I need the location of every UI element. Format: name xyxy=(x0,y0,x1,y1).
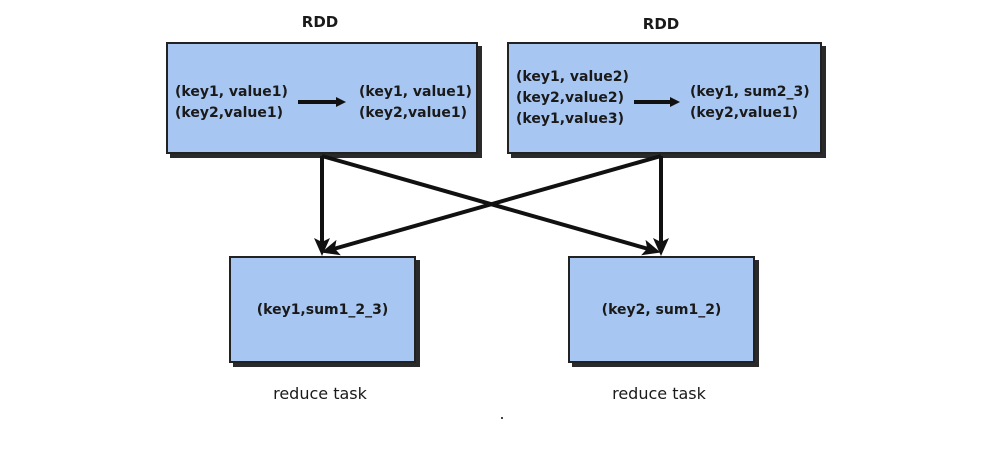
rdd-left-input: (key1, value1) (key2,value1) xyxy=(175,82,288,124)
reduce-right-result: (key2, sum1_2) xyxy=(601,302,722,318)
rdd-right-title: RDD xyxy=(642,15,680,33)
reduce-right-caption: reduce task xyxy=(612,384,706,403)
reduce-left-caption: reduce task xyxy=(273,384,367,403)
kv-pair: (key1, value1) xyxy=(359,84,472,100)
kv-pair: (key1,value3) xyxy=(516,111,624,127)
rdd-left-title: RDD xyxy=(301,13,339,31)
kv-pair: (key1, value2) xyxy=(516,69,629,85)
kv-pair: (key1, value1) xyxy=(175,84,288,100)
rdd-right-input: (key1, value2) (key2,value2) (key1,value… xyxy=(516,67,629,130)
rdd-left-box: (key1, value1) (key2,value1) (key1, valu… xyxy=(166,42,478,154)
reduce-right-box: (key2, sum1_2) xyxy=(568,256,755,363)
kv-pair: (key2,value2) xyxy=(516,90,624,106)
reduce-left-result: (key1,sum1_2_3) xyxy=(256,302,389,318)
rdd-right-output: (key1, sum2_3) (key2,value1) xyxy=(690,82,810,124)
kv-pair: (key2,value1) xyxy=(359,105,467,121)
kv-pair: (key2,value1) xyxy=(690,105,798,121)
shuffle-arrow-right-cross xyxy=(321,154,662,256)
stray-dot xyxy=(501,417,503,419)
shuffle-arrow-left-cross xyxy=(321,154,661,256)
kv-pair: (key2,value1) xyxy=(175,105,283,121)
kv-pair: (key1, sum2_3) xyxy=(690,84,810,100)
reduce-left-box: (key1,sum1_2_3) xyxy=(229,256,416,363)
rdd-left-output: (key1, value1) (key2,value1) xyxy=(359,82,472,124)
rdd-right-box: (key1, value2) (key2,value2) (key1,value… xyxy=(507,42,822,154)
